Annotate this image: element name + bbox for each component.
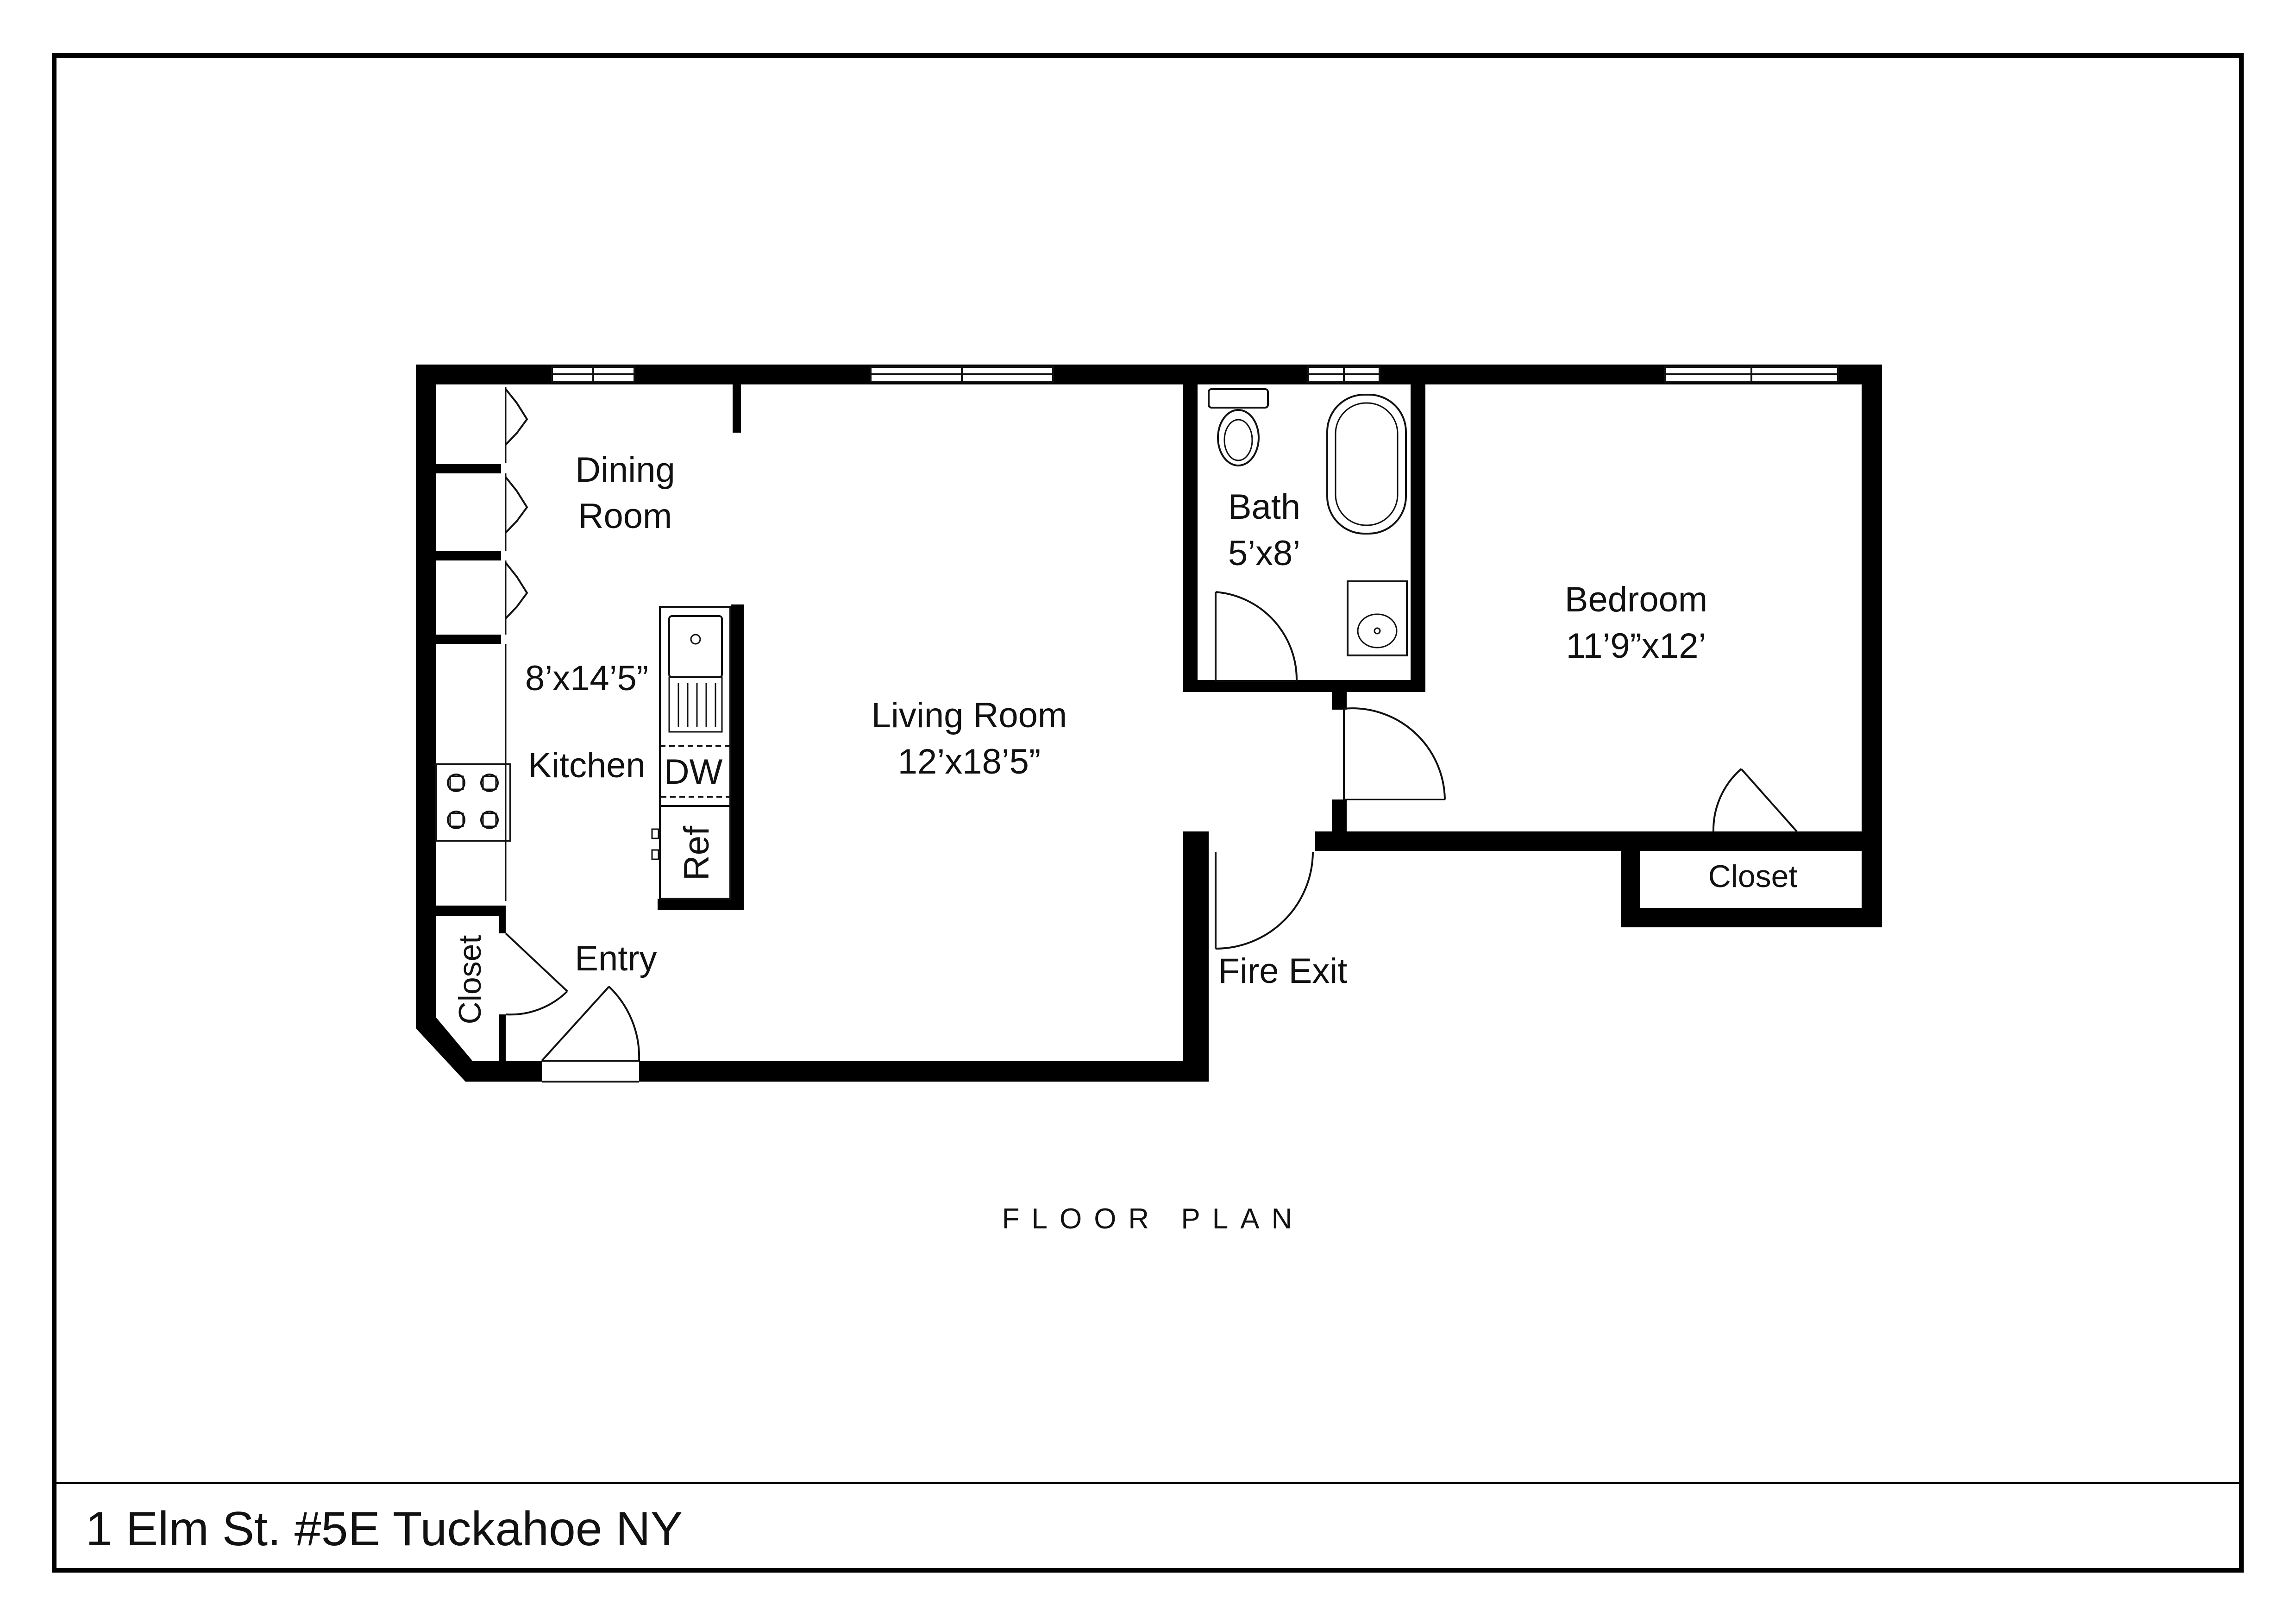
toilet-icon: [1217, 409, 1260, 466]
bath-dimensions: 5’x8’: [1228, 534, 1300, 573]
living-room-dimensions: 12’x18’5”: [898, 742, 1041, 781]
entry-label: Entry: [575, 939, 657, 978]
kitchen-island: [651, 606, 731, 900]
bath-label: Bath: [1228, 487, 1300, 527]
refrigerator: [659, 805, 731, 900]
dining-room-label-line2: Room: [578, 497, 672, 536]
entry-closet-label: Closet: [452, 935, 488, 1025]
bath-sink-icon: [1347, 580, 1408, 656]
kitchen-counter: [435, 644, 511, 901]
door-swings: [505, 591, 1798, 1062]
floor-plan-caption: FLOOR PLAN: [1002, 1203, 1305, 1235]
stove-burner-icon: [447, 811, 465, 829]
bathtub-icon: [1326, 394, 1407, 535]
dining-room-label: Dining: [575, 450, 675, 490]
toilet-tank-icon: [1208, 388, 1269, 409]
stove-burner-icon: [447, 774, 465, 792]
kitchen-dimensions: 8’x14’5”: [525, 659, 648, 698]
refrigerator-label: Ref: [677, 825, 716, 881]
dishwasher-label: DW: [664, 752, 723, 792]
closet-bifold-doors: [505, 387, 528, 635]
windows: [542, 366, 1839, 1083]
property-address: 1 Elm St. #5E Tuckahoe NY: [86, 1502, 683, 1556]
bedroom-dimensions: 11’9”x12’: [1566, 626, 1706, 666]
stove-burner-icon: [480, 811, 499, 829]
sink-icon: [668, 615, 723, 678]
living-room-label: Living Room: [872, 696, 1067, 735]
walls: [416, 365, 1882, 1082]
bedroom-closet-label: Closet: [1708, 859, 1798, 894]
bath-fixtures: [1208, 388, 1408, 656]
sheet-frame: [52, 53, 2244, 1573]
bedroom-label: Bedroom: [1565, 580, 1707, 619]
stove-burner-icon: [480, 774, 499, 792]
kitchen-label: Kitchen: [528, 746, 646, 785]
fire-exit-label: Fire Exit: [1218, 951, 1348, 991]
dishwasher: [659, 745, 731, 798]
